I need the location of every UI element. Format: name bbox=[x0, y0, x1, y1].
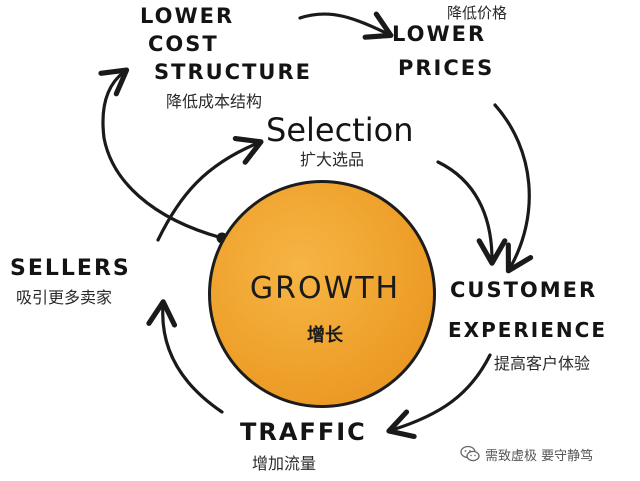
growth-circle: GROWTH 增长 bbox=[208, 180, 436, 408]
customer-experience-line2: EXPERIENCE bbox=[448, 318, 607, 342]
arrow-hub-to-cost bbox=[98, 67, 224, 240]
lower-prices-line1: LOWER bbox=[392, 22, 487, 46]
watermark: 需致虚极 要守静笃 bbox=[460, 444, 593, 464]
arrow-traffic-to-sellers bbox=[146, 299, 224, 414]
lower-cost-structure-line1: LOWER bbox=[140, 4, 235, 28]
traffic-zh: 增加流量 bbox=[252, 454, 317, 473]
watermark-text: 需致虚极 要守静笃 bbox=[485, 448, 594, 464]
growth-zh: 增长 bbox=[307, 325, 343, 346]
traffic-label: TRAFFIC bbox=[240, 418, 367, 446]
arrow-customer-to-traffic bbox=[386, 353, 492, 440]
sellers-label: SELLERS bbox=[10, 256, 131, 281]
wechat-icon bbox=[460, 445, 480, 462]
arrow-selection-to-customer bbox=[436, 160, 508, 266]
lower-cost-structure-line2: COST bbox=[148, 32, 219, 56]
arrow-cost-to-prices bbox=[298, 11, 394, 40]
lower-prices-line2: PRICES bbox=[398, 56, 495, 80]
selection-zh: 扩大选品 bbox=[300, 150, 365, 169]
arrow-prices-to-customer bbox=[493, 103, 534, 274]
lower-prices-zh: 降低价格 bbox=[447, 4, 508, 22]
lower-cost-structure-zh: 降低成本结构 bbox=[166, 92, 263, 111]
sellers-zh: 吸引更多卖家 bbox=[16, 288, 113, 307]
customer-experience-zh: 提高客户体验 bbox=[494, 354, 591, 373]
arrow-sellers-to-selection bbox=[156, 135, 264, 242]
lower-cost-structure-line3: STRUCTURE bbox=[154, 60, 312, 84]
customer-experience-line1: CUSTOMER bbox=[450, 278, 598, 302]
growth-label: GROWTH bbox=[249, 271, 401, 306]
selection-label: Selection bbox=[266, 111, 414, 149]
